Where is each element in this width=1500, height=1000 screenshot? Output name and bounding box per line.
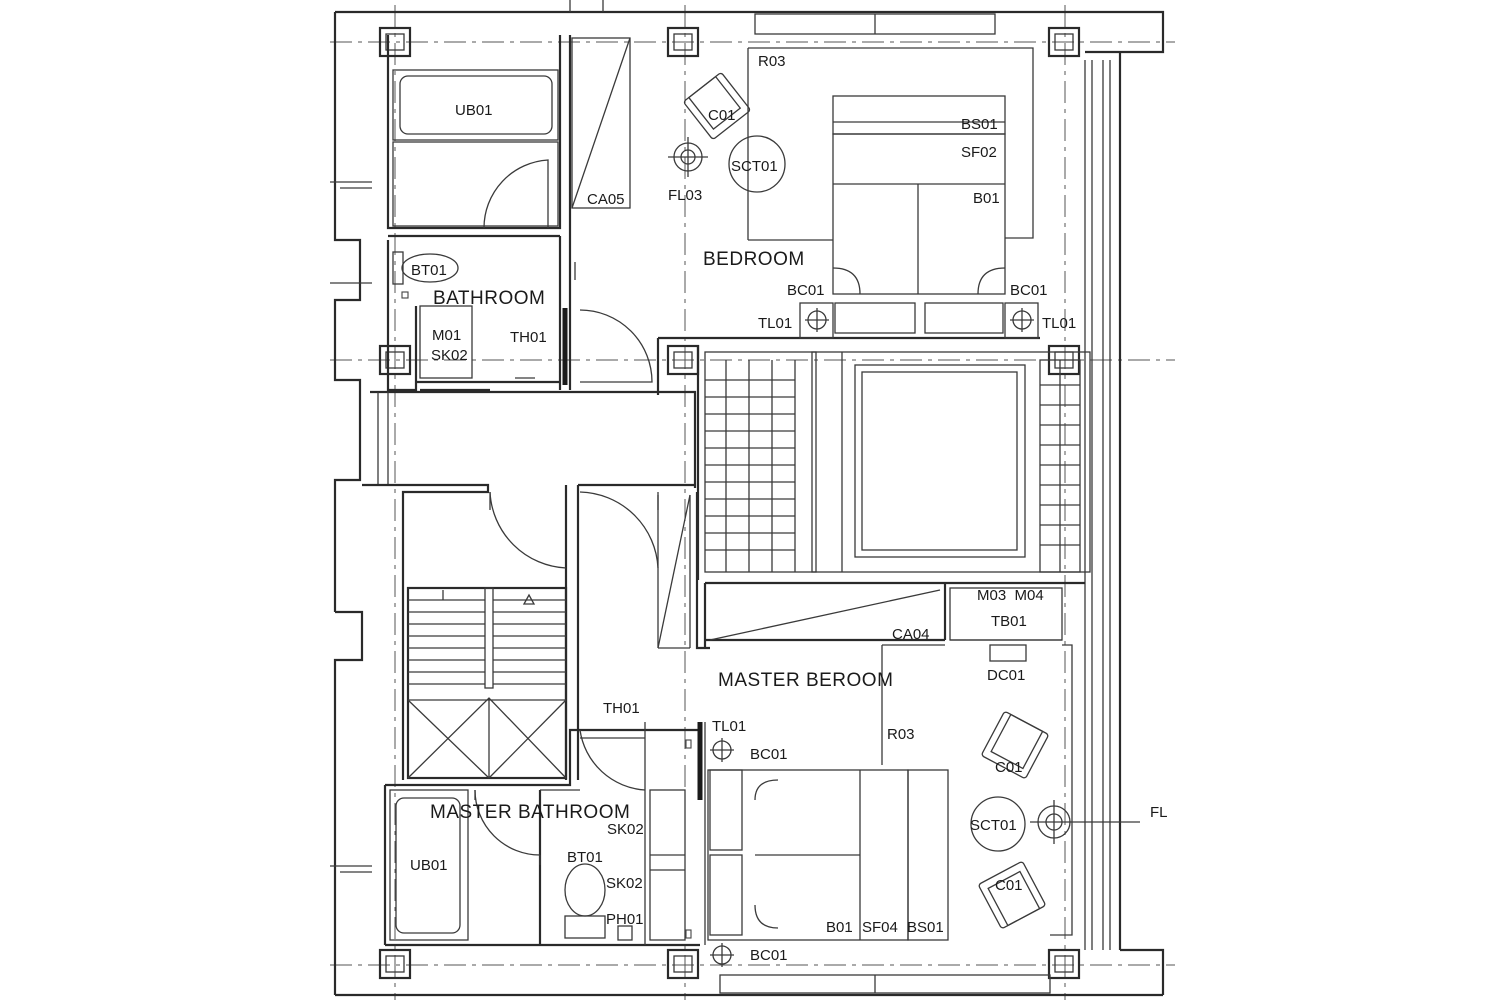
- tag-sct01-bottom: SCT01: [970, 817, 1017, 834]
- tag-tl01-top-right: TL01: [1042, 315, 1076, 332]
- tag-ph01: PH01: [606, 911, 644, 928]
- tag-fl03: FL03: [668, 187, 702, 204]
- tag-c01-top: C01: [708, 107, 736, 124]
- tag-sk02-top: SK02: [431, 347, 468, 364]
- room-label-bedroom: BEDROOM: [703, 249, 805, 270]
- tag-bs01-top: BS01: [961, 116, 998, 133]
- bedroom-furniture: [571, 37, 1039, 339]
- tag-bt01-bottom: BT01: [567, 849, 603, 866]
- tag-b01-top: B01: [973, 190, 1000, 207]
- tag-bt01-top: BT01: [411, 262, 447, 279]
- tag-ca05: CA05: [587, 191, 625, 208]
- tag-bc01-bottom: BC01: [750, 947, 788, 964]
- tag-sct01-top: SCT01: [731, 158, 778, 175]
- bathroom-fixtures: [392, 69, 576, 379]
- tag-tb01: TB01: [991, 613, 1027, 630]
- tag-th01-bottom: TH01: [603, 700, 640, 717]
- tag-c01-right-top: C01: [995, 759, 1023, 776]
- tag-sf04: SF04: [862, 919, 898, 936]
- outer-walls: [330, 0, 1165, 997]
- tag-fl-edge: FL: [1150, 804, 1168, 821]
- tag-bc01-top-right: BC01: [1010, 282, 1048, 299]
- tag-th01-top: TH01: [510, 329, 547, 346]
- tag-sk02-bottom-a: SK02: [607, 821, 644, 838]
- master-bedroom-furniture: [707, 587, 1140, 967]
- grid-axes: [330, 5, 1175, 1000]
- staircase: [406, 586, 568, 780]
- tag-b01-bottom: B01: [826, 919, 853, 936]
- room-label-bathroom: BATHROOM: [433, 288, 545, 309]
- tag-r03-top: R03: [758, 53, 786, 70]
- tag-dc01: DC01: [987, 667, 1025, 684]
- wardrobe-grid: [704, 351, 1091, 573]
- tag-m03-m04: M03 M04: [977, 587, 1044, 604]
- tag-tl01-top-left: TL01: [758, 315, 792, 332]
- element-tags: UB01 CA05 C01 FL03 SCT01 R03 BS01 SF02 B…: [410, 53, 1168, 964]
- tag-m01: M01: [432, 327, 461, 344]
- structural-columns: [378, 26, 1081, 980]
- tag-bc01-mid: BC01: [750, 746, 788, 763]
- tag-sf02: SF02: [961, 144, 997, 161]
- doors: [474, 159, 659, 865]
- tag-ub01-bottom: UB01: [410, 857, 448, 874]
- tag-sk02-bottom-b: SK02: [606, 875, 643, 892]
- tag-r03-bottom: R03: [887, 726, 915, 743]
- tag-ca04: CA04: [892, 626, 930, 643]
- tag-c01-right-bottom: C01: [995, 877, 1023, 894]
- tag-bc01-top-left: BC01: [787, 282, 825, 299]
- room-label-master-bathroom: MASTER BATHROOM: [430, 802, 630, 823]
- tag-bs01-bottom: BS01: [907, 919, 944, 936]
- room-labels: BEDROOM BATHROOM MASTER BEROOM MASTER BA…: [430, 249, 893, 823]
- master-bathroom-fixtures: [389, 739, 692, 941]
- tag-ub01-top: UB01: [455, 102, 493, 119]
- tag-tl01-bottom: TL01: [712, 718, 746, 735]
- room-label-master-bedroom: MASTER BEROOM: [718, 670, 893, 691]
- interior-walls: [362, 35, 1085, 947]
